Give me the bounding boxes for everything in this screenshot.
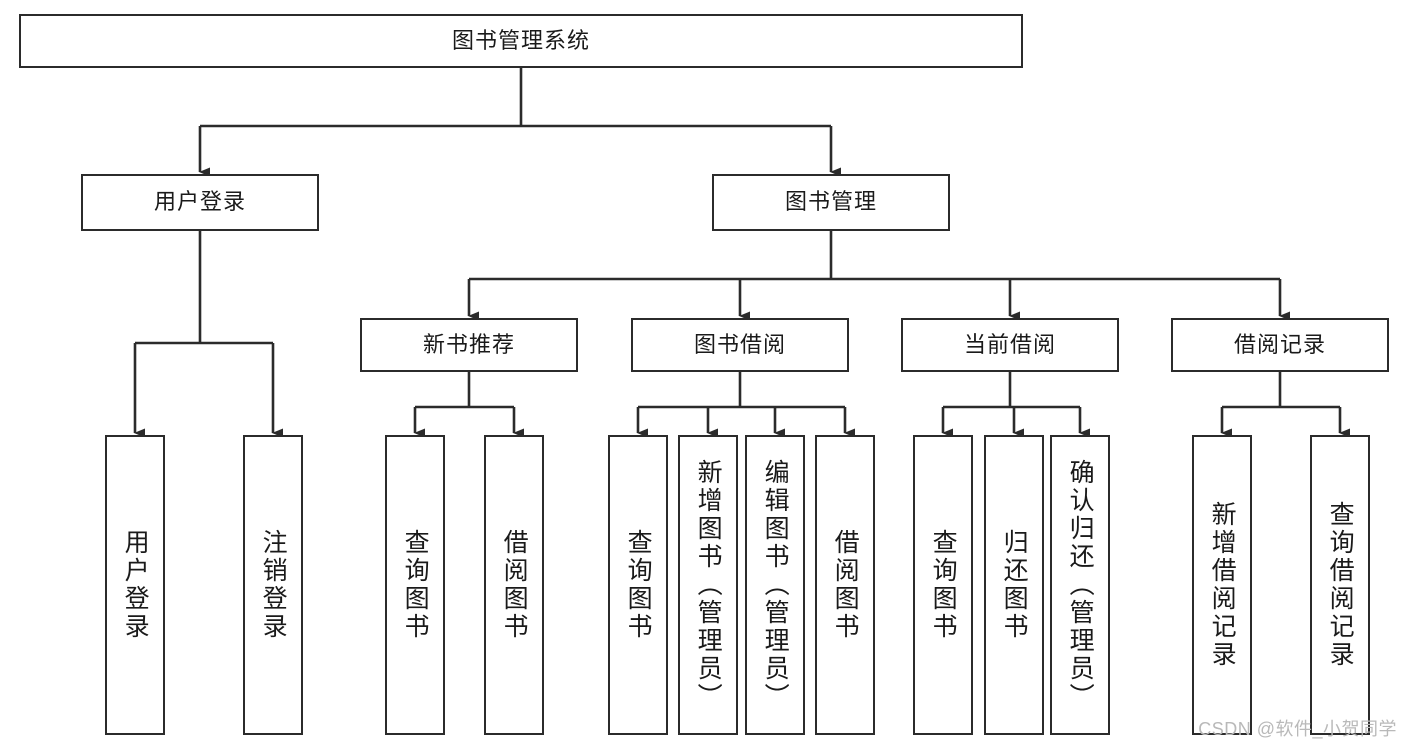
node-root-label: 图书管理系统: [451, 27, 590, 53]
node-leaf-confirm-return-admin[interactable]: 确认归还（管理员）: [1050, 435, 1110, 735]
watermark-text: CSDN @软件_小贺同学: [1198, 719, 1397, 739]
node-leaf-query-book-recommend-label: 查询图书: [401, 529, 430, 641]
node-leaf-add-book-admin-label: 新增图书（管理员）: [694, 459, 723, 711]
node-leaf-query-book-current[interactable]: 查询图书: [913, 435, 973, 735]
node-leaf-return-book[interactable]: 归还图书: [984, 435, 1044, 735]
node-new-book-recommend-label: 新书推荐: [422, 331, 515, 357]
node-user-login[interactable]: 用户登录: [81, 174, 319, 231]
node-leaf-add-borrow-record[interactable]: 新增借阅记录: [1192, 435, 1252, 735]
node-leaf-add-borrow-record-label: 新增借阅记录: [1208, 501, 1237, 669]
node-leaf-query-book[interactable]: 查询图书: [608, 435, 668, 735]
node-leaf-borrow-book-recommend[interactable]: 借阅图书: [484, 435, 544, 735]
node-leaf-borrow-book-recommend-label: 借阅图书: [500, 529, 529, 641]
node-book-management[interactable]: 图书管理: [712, 174, 950, 231]
node-leaf-borrow-book-label: 借阅图书: [831, 529, 860, 641]
node-leaf-logout[interactable]: 注销登录: [243, 435, 303, 735]
node-leaf-user-login-label: 用户登录: [121, 529, 150, 641]
node-leaf-borrow-book[interactable]: 借阅图书: [815, 435, 875, 735]
node-current-borrow-label: 当前借阅: [963, 331, 1056, 357]
node-book-borrow[interactable]: 图书借阅: [631, 318, 849, 372]
node-leaf-user-login[interactable]: 用户登录: [105, 435, 165, 735]
node-user-login-label: 用户登录: [153, 189, 246, 215]
node-leaf-return-book-label: 归还图书: [1000, 529, 1029, 641]
node-leaf-logout-label: 注销登录: [259, 529, 288, 641]
node-book-management-label: 图书管理: [784, 189, 877, 215]
node-root[interactable]: 图书管理系统: [19, 14, 1023, 68]
node-borrow-record[interactable]: 借阅记录: [1171, 318, 1389, 372]
node-leaf-query-book-current-label: 查询图书: [929, 529, 958, 641]
node-current-borrow[interactable]: 当前借阅: [901, 318, 1119, 372]
node-new-book-recommend[interactable]: 新书推荐: [360, 318, 578, 372]
node-leaf-query-borrow-record-label: 查询借阅记录: [1326, 501, 1355, 669]
node-leaf-query-book-recommend[interactable]: 查询图书: [385, 435, 445, 735]
node-leaf-confirm-return-admin-label: 确认归还（管理员）: [1066, 459, 1095, 711]
node-leaf-add-book-admin[interactable]: 新增图书（管理员）: [678, 435, 738, 735]
node-leaf-query-borrow-record[interactable]: 查询借阅记录: [1310, 435, 1370, 735]
node-borrow-record-label: 借阅记录: [1233, 331, 1326, 357]
node-leaf-query-book-label: 查询图书: [624, 529, 653, 641]
node-leaf-edit-book-admin[interactable]: 编辑图书（管理员）: [745, 435, 805, 735]
node-leaf-edit-book-admin-label: 编辑图书（管理员）: [761, 459, 790, 711]
node-book-borrow-label: 图书借阅: [693, 331, 786, 357]
